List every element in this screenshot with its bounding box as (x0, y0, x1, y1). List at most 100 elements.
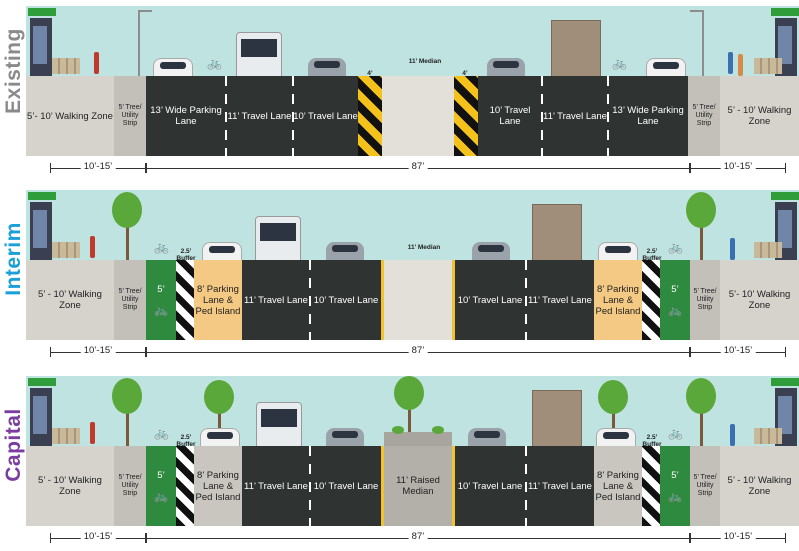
travel-lane: 10’ Travel Lane (310, 446, 382, 526)
tree-icon (686, 192, 716, 228)
section-existing: Existing 🚲 🚲 11’ Median 4’ 4’ 5’- 10’ Wa… (0, 0, 799, 178)
hatch-width-label: 4’ (462, 70, 468, 77)
tree-icon (598, 380, 628, 414)
pedestrian-icon (728, 52, 733, 74)
curb (381, 446, 384, 526)
lane-marking (525, 446, 527, 526)
pedestrian-icon (730, 424, 735, 446)
buffer-label: 2.5’ Buffer (642, 434, 662, 448)
buffer-label: 2.5’ Buffer (176, 248, 196, 262)
bench-icon (52, 428, 80, 444)
truck-icon (551, 20, 601, 82)
tree-icon (204, 380, 234, 414)
street-cross-section: 5’ - 10’ Walking Zone 5’ Tree/ Utility S… (26, 260, 799, 340)
tree-utility-strip: 5’ Tree/ Utility Strip (114, 260, 146, 340)
tree-icon (686, 378, 716, 414)
plant-icon (392, 426, 404, 434)
bike-lane: 5’🚲 (660, 446, 690, 526)
parking-lane: 13’ Wide Parking Lane (146, 76, 226, 156)
tree-icon (112, 192, 142, 228)
bench-icon (754, 58, 782, 74)
buffer-label: 2.5’ Buffer (642, 248, 662, 262)
lane-marking (607, 76, 609, 156)
street-cross-section: 5’- 10’ Walking Zone 5’ Tree/ Utility St… (26, 76, 799, 156)
median-width-label: 11’ Median (408, 58, 442, 65)
bicycle-icon: 🚲 (668, 426, 683, 440)
tree-utility-strip: 5’ Tree/ Utility Strip (688, 76, 720, 156)
awning-icon (28, 8, 56, 16)
lane-marking (292, 76, 294, 156)
street-lamp-icon (690, 10, 704, 12)
bus-icon (236, 32, 282, 80)
buffer (176, 260, 194, 340)
truck-icon (532, 390, 582, 452)
lane-marking (525, 260, 527, 340)
sky-background (26, 190, 799, 260)
parking-ped-island: 8’ Parking Lane & Ped Island (194, 446, 242, 526)
awning-icon (771, 8, 799, 16)
car-icon (472, 242, 510, 262)
dimension-sidewalk: 10’-15’ (690, 160, 786, 176)
painted-buffer (358, 76, 382, 156)
travel-lane: 10’ Travel Lane (478, 76, 542, 156)
bench-icon (754, 428, 782, 444)
curb (452, 446, 455, 526)
painted-buffer (454, 76, 478, 156)
building-icon (30, 202, 52, 262)
bench-icon (52, 58, 80, 74)
bicycle-icon: 🚲 (153, 303, 169, 317)
dimension-sidewalk: 10’-15’ (690, 530, 786, 546)
bench-icon (754, 242, 782, 258)
car-icon (308, 58, 346, 78)
plant-icon (432, 426, 444, 434)
tree-utility-strip: 5’ Tree/ Utility Strip (690, 446, 720, 526)
walking-zone: 5’ - 10’ Walking Zone (720, 76, 799, 156)
travel-lane: 10’ Travel Lane (293, 76, 358, 156)
tree-utility-strip: 5’ Tree/ Utility Strip (114, 76, 146, 156)
section-interim: Interim 🚲 2.5’ Buffer 11’ Median 2.5’ Bu… (0, 184, 799, 362)
building-icon (30, 388, 52, 448)
bicycle-icon: 🚲 (667, 489, 683, 503)
section-label: Existing (2, 28, 25, 114)
curb (452, 260, 455, 340)
travel-lane: 11’ Travel Lane (226, 76, 293, 156)
bicycle-icon: 🚲 (154, 240, 169, 254)
bus-icon (255, 216, 301, 264)
tree-icon (394, 376, 424, 410)
walking-zone: 5’ - 10’ Walking Zone (720, 446, 799, 526)
buffer (642, 260, 660, 340)
dimension-roadway: 87’ (146, 344, 690, 360)
raised-median-planter (384, 432, 452, 446)
parking-ped-island: 8’ Parking Lane & Ped Island (594, 260, 642, 340)
bicycle-icon: 🚲 (154, 426, 169, 440)
dimension-roadway: 87’ (146, 160, 690, 176)
awning-icon (28, 378, 56, 386)
curb (381, 260, 384, 340)
travel-lane: 11’ Travel Lane (242, 260, 310, 340)
walking-zone: 5’- 10’ Walking Zone (720, 260, 799, 340)
section-capital: Capital 🚲 2.5’ Buffer 2.5’ Buffer 🚲 5’ -… (0, 370, 799, 548)
tree-utility-strip: 5’ Tree/ Utility Strip (690, 260, 720, 340)
tree-icon (126, 224, 129, 260)
pedestrian-icon (90, 236, 95, 258)
pedestrian-icon (730, 238, 735, 260)
dimension-sidewalk: 10’-15’ (50, 160, 146, 176)
travel-lane: 11’ Travel Lane (242, 446, 310, 526)
travel-lane: 11’ Travel Lane (526, 260, 594, 340)
car-icon (326, 242, 364, 262)
tree-icon (408, 406, 411, 432)
awning-icon (771, 378, 799, 386)
walking-zone: 5’ - 10’ Walking Zone (26, 260, 114, 340)
median-width-label: 11’ Median (407, 244, 441, 251)
car-icon (487, 58, 525, 78)
buffer-label: 2.5’ Buffer (176, 434, 196, 448)
section-label: Interim (2, 222, 26, 296)
street-cross-section: 5’ - 10’ Walking Zone 5’ Tree/ Utility S… (26, 446, 799, 526)
street-lamp-icon (702, 10, 704, 76)
bicycle-icon: 🚲 (667, 303, 683, 317)
travel-lane: 11’ Travel Lane (542, 76, 608, 156)
tree-icon (700, 224, 703, 260)
buffer (642, 446, 660, 526)
median (382, 76, 454, 156)
raised-median: 11’ Raised Median (382, 446, 454, 526)
